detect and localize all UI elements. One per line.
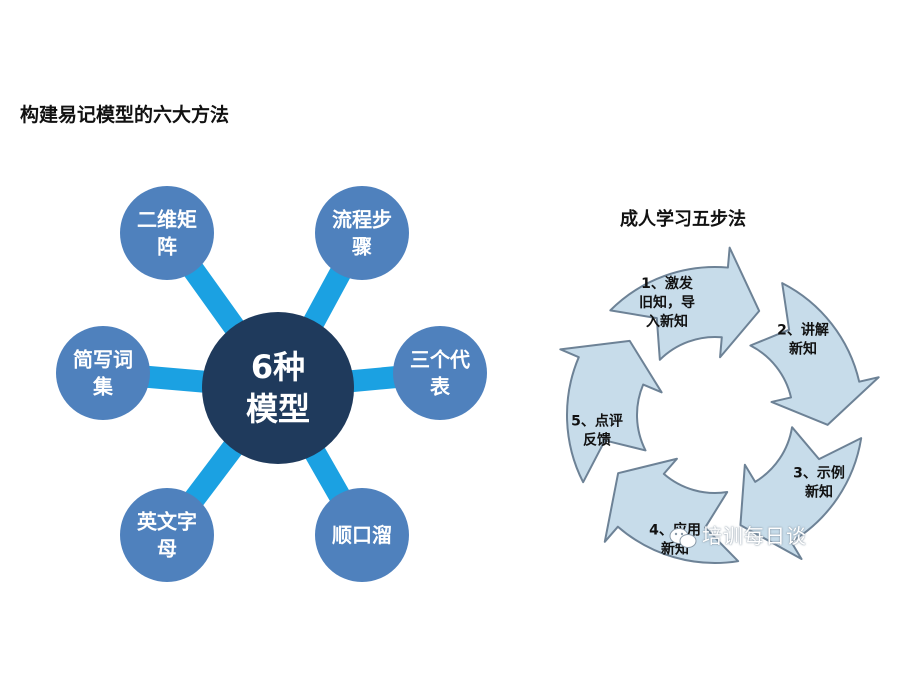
cycle-step bbox=[609, 246, 761, 361]
cycle-step-label: 5、点评反馈 bbox=[571, 413, 623, 449]
page-title: 构建易记模型的六大方法 bbox=[20, 104, 230, 126]
cycle-step-label: 1、激发旧知，导入新知 bbox=[639, 275, 695, 330]
hub-node-label: 顺口溜 bbox=[332, 523, 392, 547]
cycle-step-label: 3、示例新知 bbox=[793, 465, 845, 501]
hub-node-label: 二维矩阵 bbox=[137, 208, 197, 259]
watermark-text: 培训每日谈 bbox=[702, 524, 807, 548]
cycle-step-label: 2、讲解新知 bbox=[777, 322, 829, 358]
hub-center: 6种模型 bbox=[202, 312, 354, 464]
hub-node: 顺口溜 bbox=[315, 488, 409, 582]
hub-center-label: 6种模型 bbox=[246, 348, 310, 428]
hub-node: 三个代表 bbox=[393, 326, 487, 420]
cycle-step bbox=[749, 282, 880, 426]
cycle-step bbox=[603, 457, 740, 564]
cycle-step bbox=[559, 339, 663, 484]
wechat-icon bbox=[669, 527, 697, 548]
hub-node-label: 简写词集 bbox=[73, 348, 133, 399]
hub-node: 英文字母 bbox=[120, 488, 214, 582]
cycle-step bbox=[739, 426, 863, 561]
hub-node-label: 三个代表 bbox=[410, 348, 470, 399]
hub-node-label: 流程步骤 bbox=[332, 208, 392, 259]
hub-node: 流程步骤 bbox=[315, 186, 409, 280]
hub-node: 二维矩阵 bbox=[120, 186, 214, 280]
hub-node: 简写词集 bbox=[56, 326, 150, 420]
hub-node-label: 英文字母 bbox=[137, 510, 197, 561]
watermark: 培训每日谈 bbox=[668, 520, 807, 550]
cycle-title: 成人学习五步法 bbox=[620, 209, 746, 230]
